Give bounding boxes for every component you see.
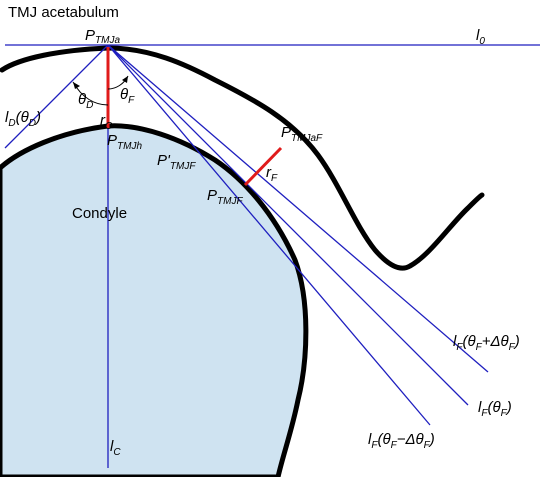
label-lc: lC — [110, 438, 121, 458]
label-lf: lF(θF) — [478, 399, 512, 419]
line-lf-minus — [107, 44, 431, 426]
condyle-shape — [0, 123, 309, 477]
label-rc: rC — [100, 112, 113, 132]
label-p-tmjf: PTMJF — [207, 187, 243, 207]
condyle-label: Condyle — [72, 205, 127, 222]
label-l0: l0 — [476, 27, 485, 47]
label-p-tmjaf: PTMJaF — [281, 124, 323, 144]
label-ld: lD(θD) — [5, 109, 41, 129]
line-ld — [4, 44, 109, 149]
label-rf: rF — [266, 164, 278, 184]
radius-rf — [243, 146, 283, 187]
label-lf-plus: lF(θF+ΔθF) — [453, 333, 520, 353]
arrow-theta-d — [73, 82, 80, 89]
line-lf — [107, 44, 469, 406]
arrow-theta-f — [122, 76, 128, 83]
label-theta-f: θF — [120, 86, 135, 106]
label-p-prime-tmjf: P'TMJF — [157, 152, 196, 172]
line-lf-plus — [107, 44, 489, 373]
label-theta-d: θD — [78, 91, 93, 111]
title-label: TMJ acetabulum — [8, 4, 119, 21]
label-lf-minus: lF(θF−ΔθF) — [368, 431, 435, 451]
label-p-tmjh: PTMJh — [107, 132, 142, 152]
label-p-tmja: PTMJa — [85, 27, 120, 46]
